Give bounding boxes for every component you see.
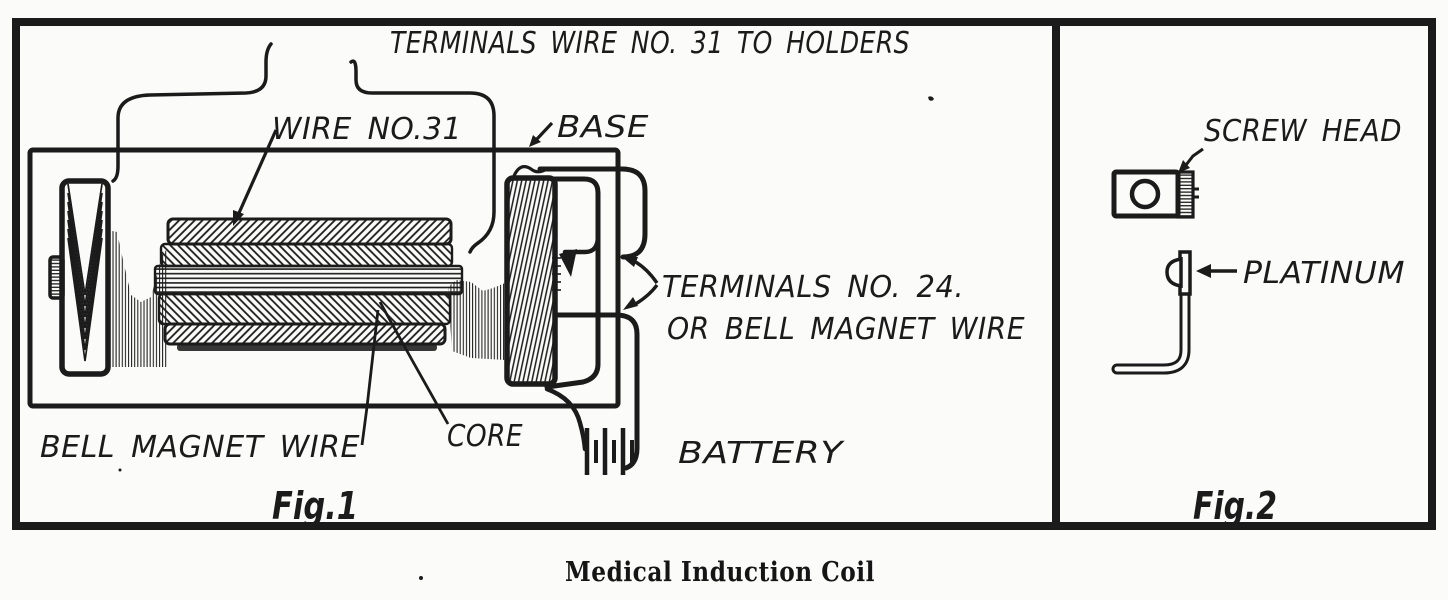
label-bell-magnet-wire: BELL MAGNET WIRE: [40, 430, 360, 465]
label-terminals-to-holders: TERMINALS WIRE NO. 31 TO HOLDERS: [390, 26, 910, 61]
holder-wire-left: [111, 42, 273, 183]
fig1-caption: Fig.1: [272, 484, 358, 528]
battery-symbol: [584, 428, 634, 475]
left-disc-wood-grain: [67, 183, 103, 362]
left-end-disc: [48, 178, 111, 377]
base-arrow-line: [535, 121, 554, 141]
fig1-drawing: TERMINALS WIRE NO. 31 TO HOLDERS WIRE NO…: [27, 26, 1025, 528]
fig2-drawing: SCREW HEAD PLATINUM Fig.2: [1111, 114, 1405, 528]
wire-bend-flag: [559, 249, 577, 277]
screw-head-arrow-line: [1184, 147, 1204, 166]
battery-lead-left: [544, 386, 588, 452]
label-wire-no31: WIRE NO.31: [272, 112, 462, 147]
terminal-wire-outer-hook: [537, 166, 648, 260]
left-axle-tab: [48, 255, 65, 300]
platinum-contact-assembly: [1111, 250, 1192, 375]
wire-no31-arrowhead: [233, 210, 244, 226]
label-platinum: PLATINUM: [1243, 256, 1405, 291]
winding-layer-3: [157, 292, 452, 326]
right-disc-wire-curl: [512, 165, 546, 177]
contact-block-hole: [1129, 178, 1161, 210]
terminal-wires: [537, 166, 648, 471]
coil-underside-shadow: [177, 344, 437, 351]
platinum-arrowhead: [1196, 264, 1211, 278]
label-core: CORE: [447, 419, 523, 454]
label-terminals-no24-line1: TERMINALS NO. 24.: [662, 270, 964, 305]
spring-bracket-inner: [1114, 291, 1188, 372]
fine-wire-winding-right: [448, 280, 505, 360]
outer-frame-border: [12, 18, 1436, 530]
scan-specks: [118, 96, 934, 580]
base-arrowhead: [529, 135, 541, 147]
label-battery: BATTERY: [678, 436, 846, 471]
wire-no31-arrow-line: [237, 129, 278, 214]
label-terminals-no24-line2: OR BELL MAGNET WIRE: [667, 312, 1025, 347]
terminals24-arrowhead-lower: [623, 297, 638, 310]
right-disc-clamp-ticks: [552, 257, 561, 291]
right-end-disc: [504, 165, 561, 387]
core-leader: [378, 301, 450, 425]
fig2-caption: Fig.2: [1193, 484, 1277, 528]
terminal-wire-inner-hook: [562, 233, 601, 255]
coil-base-outline: [27, 147, 621, 409]
secondary-winding-top: [166, 217, 453, 246]
annotation-arrows: [233, 121, 659, 446]
right-disc-outline: [504, 175, 558, 387]
bell-magnet-wire-leader: [360, 309, 380, 446]
battery-lead-right: [553, 312, 640, 471]
screw-head-arrowhead: [1178, 160, 1190, 173]
coil-body: [153, 217, 464, 351]
terminals24-arrowhead-upper: [622, 257, 638, 267]
contact-block: [1111, 169, 1181, 219]
label-base: BASE: [557, 110, 649, 145]
screw-head-edge: [1176, 170, 1195, 219]
platinum-tip: [1165, 256, 1183, 289]
iron-core: [153, 264, 464, 296]
holder-wires-no31: [111, 42, 496, 254]
terminal-wire-inner: [544, 176, 601, 390]
label-screw-head: SCREW HEAD: [1204, 114, 1402, 149]
fine-wire-winding-left: [108, 230, 167, 367]
figure-caption: Medical Induction Coil: [565, 557, 875, 588]
winding-layer-2: [159, 242, 454, 268]
screw-head-side: [1176, 170, 1199, 219]
holder-wire-right: [349, 59, 496, 254]
